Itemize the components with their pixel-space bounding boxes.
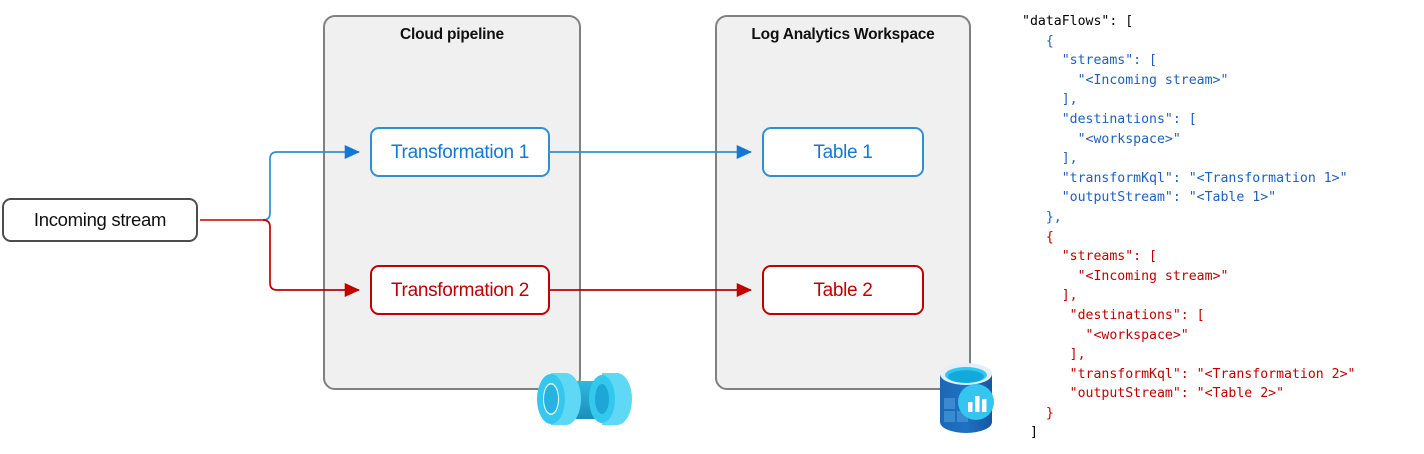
code-token [1022, 406, 1046, 421]
code-line: "<workspace>" [1022, 130, 1422, 150]
code-token: "<Incoming stream>" [1077, 72, 1229, 88]
node-table-1[interactable]: Table 1 [762, 127, 924, 177]
code-line: "<workspace>" [1022, 326, 1422, 346]
code-line: "outputStream": "<Table 2>" [1022, 384, 1422, 404]
code-token [1022, 210, 1046, 225]
code-token [1022, 288, 1062, 303]
code-line: { [1022, 32, 1422, 52]
code-token [1022, 347, 1070, 362]
node-table-2[interactable]: Table 2 [762, 265, 924, 315]
code-token [1022, 112, 1062, 127]
code-line: "destinations": [ [1022, 110, 1422, 130]
datacollection-rule-json-snippet: "dataFlows": [ { "streams": [ "<Incoming… [1022, 12, 1422, 443]
node-transformation-2[interactable]: Transformation 2 [370, 265, 550, 315]
code-line: "outputStream": "<Table 1>" [1022, 188, 1422, 208]
code-line: } [1022, 404, 1422, 424]
node-transformation-2-label: Transformation 2 [390, 279, 530, 301]
code-token: "streams": [ [1061, 249, 1157, 265]
code-line: "transformKql": "<Transformation 1>" [1022, 169, 1422, 189]
node-incoming-stream[interactable]: Incoming stream [2, 198, 198, 242]
code-token: "transformKql": "<Transformation 1>" [1061, 170, 1348, 186]
code-line: ] [1022, 423, 1422, 443]
node-incoming-stream-label: Incoming stream [33, 208, 167, 230]
log-analytics-workspace-title: Log Analytics Workspace [751, 26, 935, 43]
code-line: "transformKql": "<Transformation 2>" [1022, 365, 1422, 385]
code-token: "outputStream": "<Table 1>" [1061, 190, 1277, 206]
code-token: "dataFlows": [ [1022, 14, 1134, 29]
code-token: "destinations": [ [1069, 307, 1205, 323]
code-token: ], [1061, 288, 1078, 304]
code-token: "transformKql": "<Transformation 2>" [1069, 366, 1356, 382]
code-token: "<workspace>" [1085, 327, 1189, 343]
log-analytics-workspace-container: Log Analytics Workspace [715, 15, 971, 390]
code-token [1022, 53, 1062, 68]
code-line: "destinations": [ [1022, 306, 1422, 326]
code-token: }, [1045, 209, 1062, 225]
code-line: "streams": [ [1022, 51, 1422, 71]
code-line: "<Incoming stream>" [1022, 71, 1422, 91]
node-transformation-1[interactable]: Transformation 1 [370, 127, 550, 177]
code-line: ], [1022, 345, 1422, 365]
code-token: ], [1069, 347, 1086, 363]
code-token: "<Incoming stream>" [1077, 268, 1229, 284]
code-token [1022, 190, 1062, 205]
code-token [1022, 308, 1070, 323]
code-line: { [1022, 228, 1422, 248]
node-table-2-label: Table 2 [813, 279, 873, 301]
code-token: { [1045, 33, 1054, 49]
code-token [1022, 249, 1062, 264]
node-table-1-label: Table 1 [813, 141, 873, 163]
code-token [1022, 73, 1078, 88]
code-token: ], [1061, 92, 1078, 108]
code-line: "streams": [ [1022, 247, 1422, 267]
cloud-pipeline-title: Cloud pipeline [400, 26, 504, 43]
cloud-pipeline-container: Cloud pipeline [323, 15, 581, 390]
code-token: "outputStream": "<Table 2>" [1069, 386, 1285, 402]
code-token [1022, 132, 1078, 147]
code-token: } [1045, 405, 1054, 421]
code-token [1022, 171, 1062, 186]
code-token: "streams": [ [1061, 53, 1157, 69]
code-line: }, [1022, 208, 1422, 228]
code-token: "<workspace>" [1077, 131, 1181, 147]
code-token [1022, 151, 1062, 166]
code-line: ], [1022, 286, 1422, 306]
code-token [1022, 367, 1070, 382]
code-token [1022, 92, 1062, 107]
code-line: "dataFlows": [ [1022, 12, 1422, 32]
code-token [1022, 230, 1046, 245]
code-token [1022, 34, 1046, 49]
code-token [1022, 328, 1086, 343]
code-token [1022, 386, 1070, 401]
code-line: ], [1022, 90, 1422, 110]
code-token: "destinations": [ [1061, 111, 1197, 127]
code-token [1022, 269, 1078, 284]
azure-pipeline-icon [525, 363, 643, 435]
code-token: { [1045, 229, 1054, 245]
code-token: ], [1061, 151, 1078, 167]
azure-log-analytics-workspace-icon [930, 358, 1002, 440]
code-line: ], [1022, 149, 1422, 169]
code-token: ] [1029, 425, 1038, 441]
code-token [1022, 425, 1030, 440]
node-transformation-1-label: Transformation 1 [390, 141, 530, 163]
code-line: "<Incoming stream>" [1022, 267, 1422, 287]
